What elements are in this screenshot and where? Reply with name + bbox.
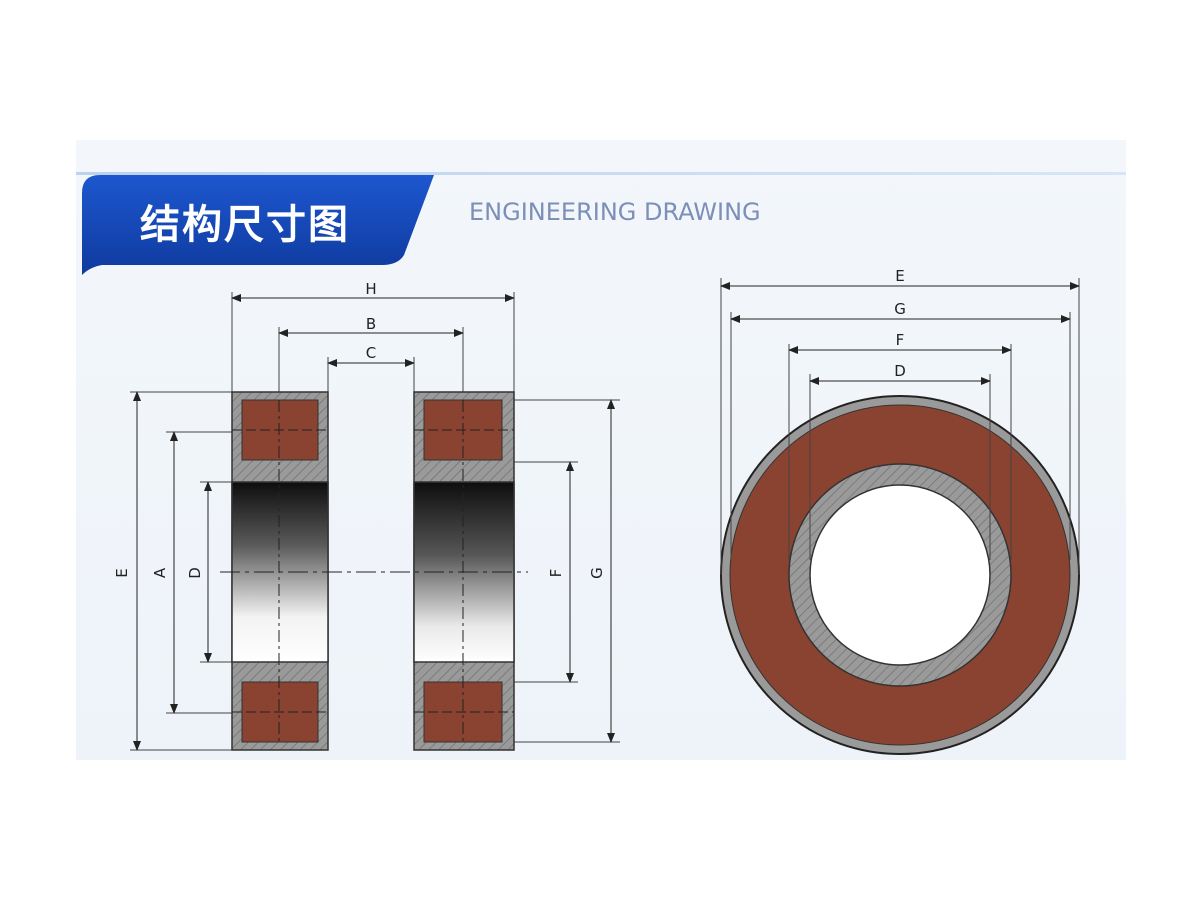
title-banner	[82, 175, 434, 275]
dim-label-g-front: G	[894, 300, 906, 318]
page-title: 结构尺寸图	[140, 202, 350, 248]
dim-label-b: B	[366, 315, 376, 333]
dim-label-a: A	[151, 567, 169, 578]
dim-label-d-front: D	[894, 362, 906, 380]
left-section	[231, 391, 329, 751]
dim-label-e-side: E	[113, 568, 131, 577]
dim-label-c: C	[366, 344, 376, 362]
header-divider	[76, 172, 1126, 175]
dim-label-e-front: E	[895, 267, 904, 285]
front-view: E G F D	[720, 267, 1080, 755]
side-section-view: H B C E A D F G	[113, 280, 620, 751]
right-section	[413, 391, 515, 751]
page-subtitle: ENGINEERING DRAWING	[469, 198, 761, 226]
dim-label-f-side: F	[547, 569, 565, 578]
dim-label-d-side: D	[186, 567, 204, 579]
dim-label-g-side: G	[588, 567, 606, 579]
dim-label-f-front: F	[896, 331, 905, 349]
dim-label-h: H	[365, 280, 376, 298]
